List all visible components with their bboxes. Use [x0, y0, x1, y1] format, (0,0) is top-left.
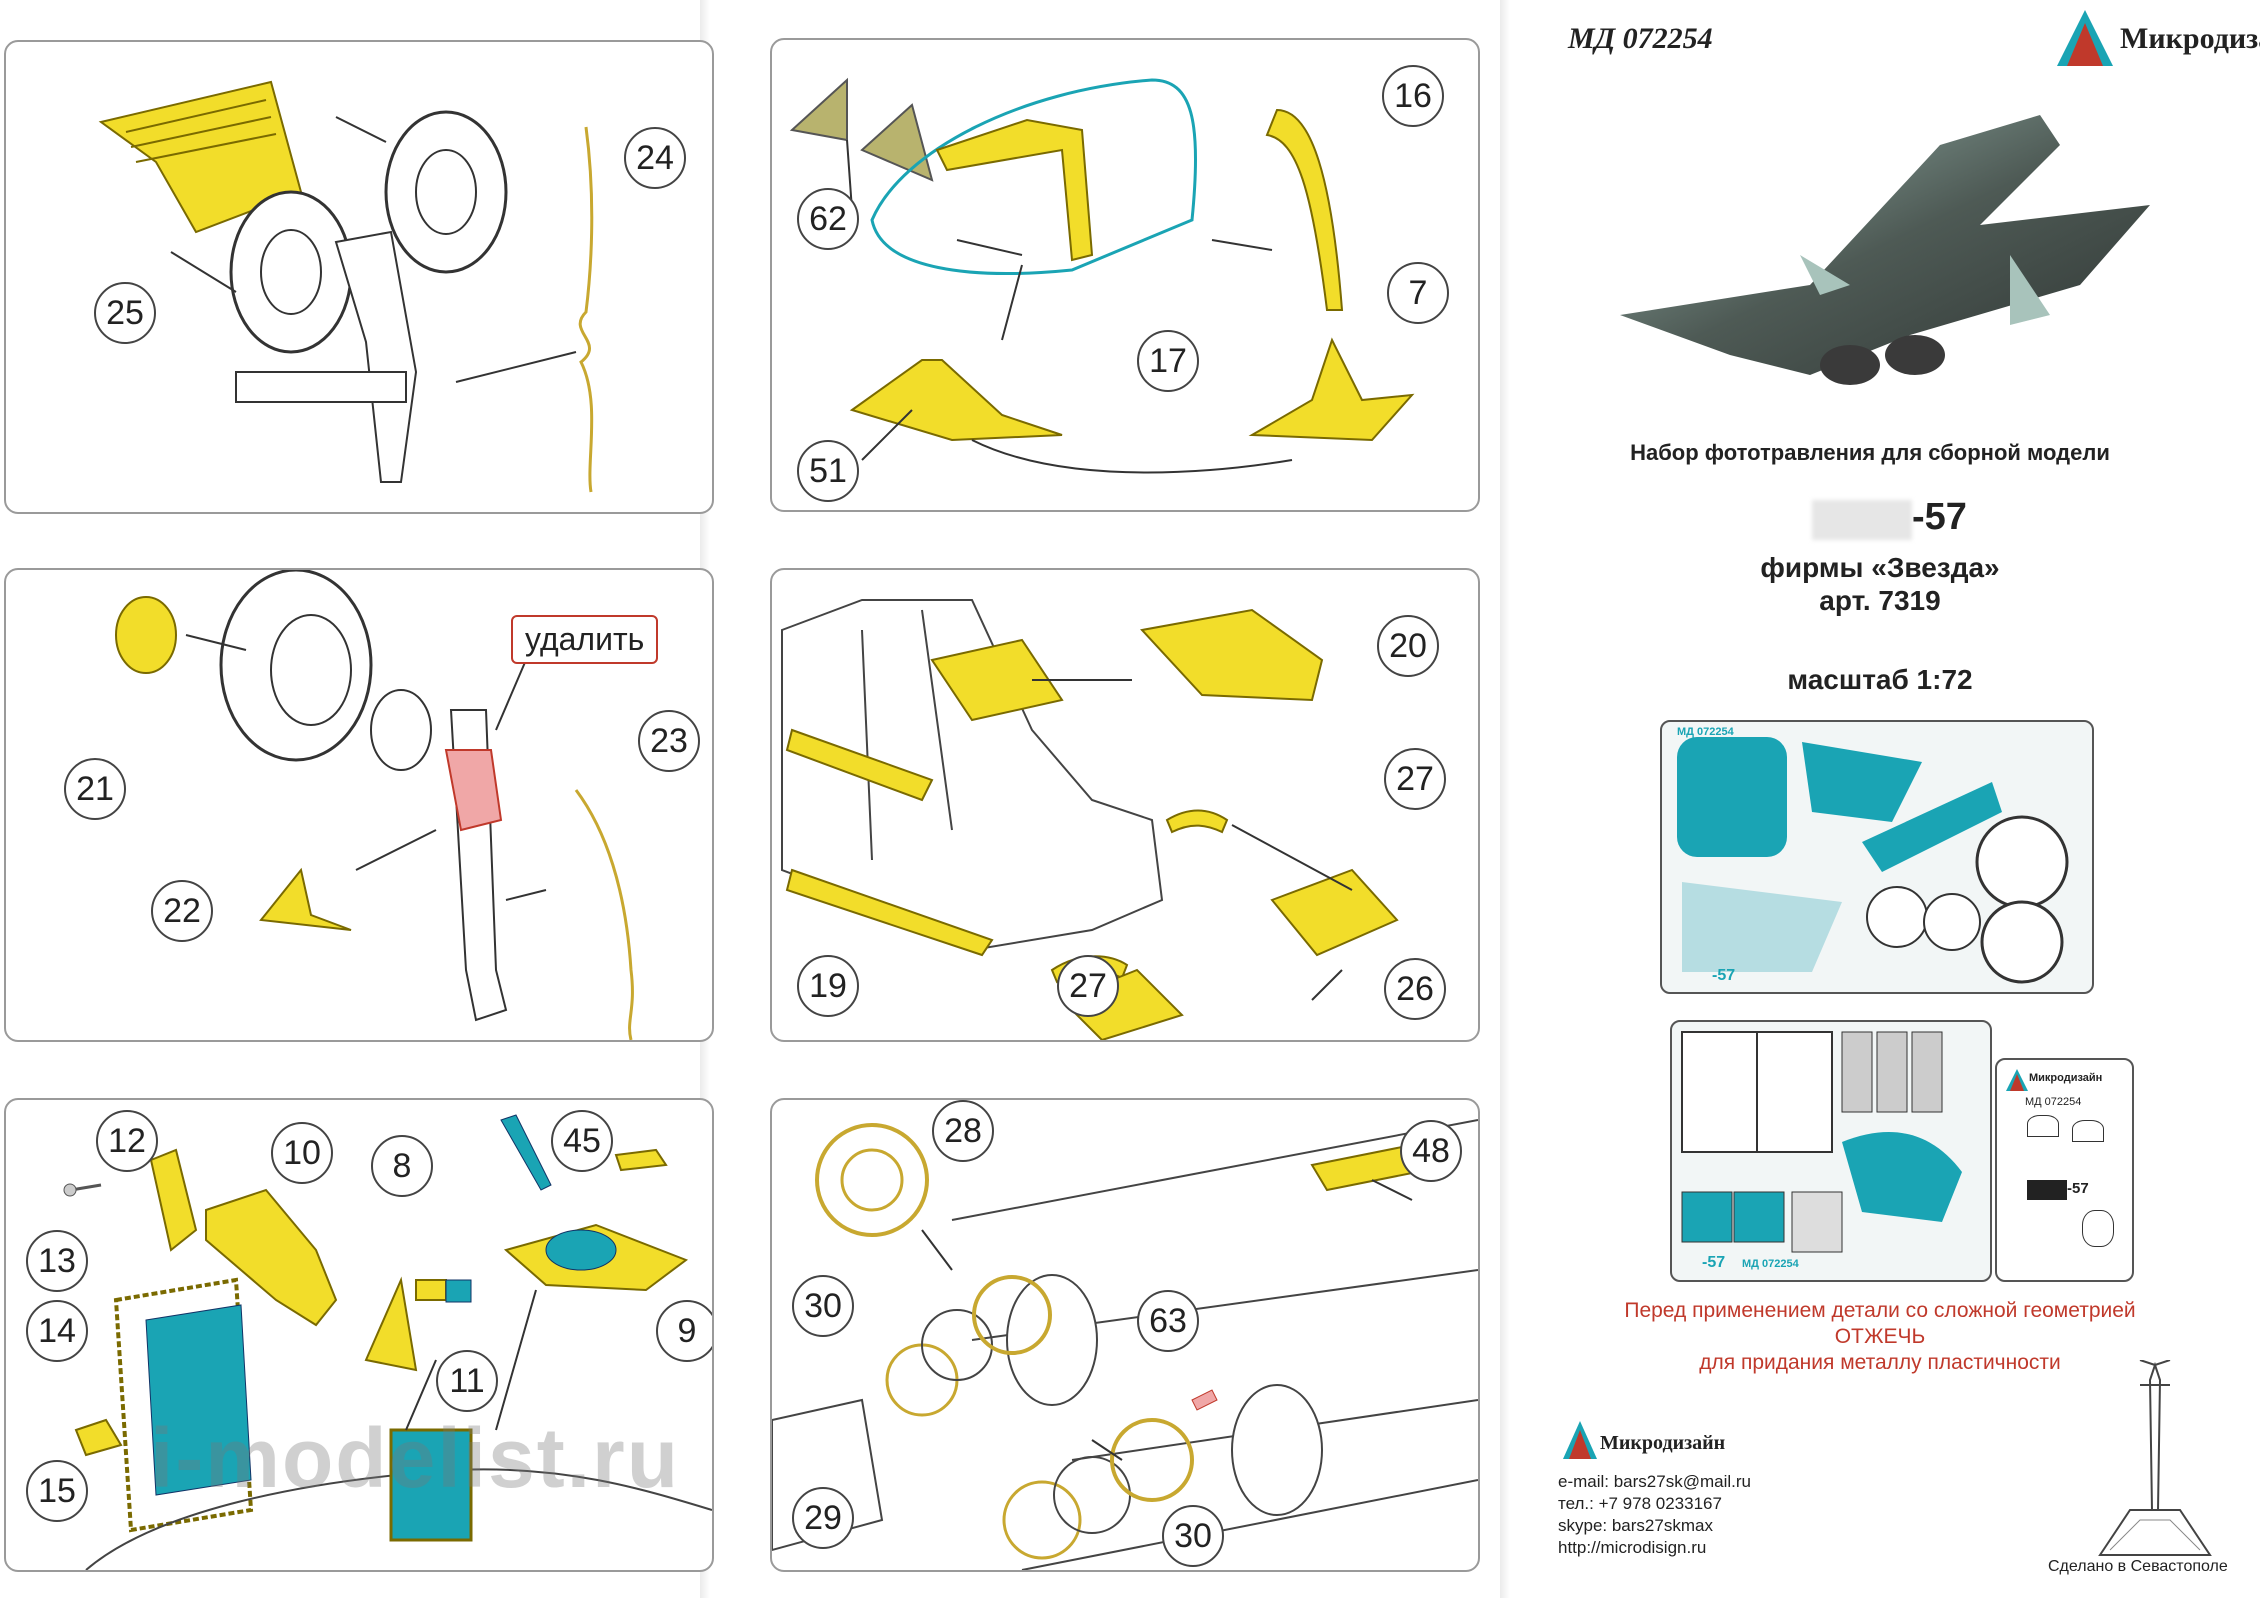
product-article: арт. 7319 [1819, 585, 1941, 616]
contacts-brand: Микродизайн [1600, 1432, 1726, 1454]
model-name-redaction [1812, 500, 1912, 540]
callout-27-upper: 27 [1384, 748, 1446, 810]
callout-45: 45 [551, 1110, 613, 1172]
callout-8: 8 [371, 1135, 433, 1197]
callout-19: 19 [797, 955, 859, 1017]
callout-7: 7 [1387, 262, 1449, 324]
fret-1-model: -57 [1712, 967, 1736, 984]
callout-20: 20 [1377, 615, 1439, 677]
warning-line-2: ОТЖЕЧЬ [1834, 1325, 1926, 1348]
fret-2-side-preview: Микродизайн МД 072254 -57 [1995, 1058, 2134, 1282]
monument-icon [2098, 1360, 2212, 1556]
contacts-email: e-mail: bars27sk@mail.ru [1558, 1472, 1751, 1491]
callout-11: 11 [436, 1350, 498, 1412]
fret-2-side-model: -57 [2067, 1180, 2089, 1197]
callout-12: 12 [96, 1110, 158, 1172]
cockpit-drawing [781, 599, 1399, 1040]
panel-nose-gear: 21 22 23 удалить [4, 568, 714, 1042]
callout-24: 24 [624, 127, 686, 189]
header-code: МД 072254 [1568, 22, 1713, 55]
fret-2-code: МД 072254 [1742, 1258, 1799, 1270]
fret-2-preview: -57 МД 072254 [1670, 1020, 1992, 1282]
callout-48: 48 [1400, 1120, 1462, 1182]
fret-1-code: МД 072254 [1677, 726, 1734, 738]
cover-column: МД 072254 Микродизайн Набор фототравлени… [1500, 0, 2260, 1598]
panel-main-gear: 25 24 [4, 40, 714, 514]
fret-2-parts [1681, 1031, 1962, 1253]
warning-line-1: Перед применением детали со сложной геом… [1624, 1299, 2136, 1322]
callout-30-lower: 30 [1162, 1505, 1224, 1567]
callout-10: 10 [271, 1122, 333, 1184]
remove-label: удалить [511, 615, 659, 664]
callout-51: 51 [797, 440, 859, 502]
warning-line-3: для придания металлу пластичности [1699, 1351, 2061, 1374]
callout-30-upper: 30 [792, 1275, 854, 1337]
contacts-skype: skype: bars27skmax [1558, 1516, 1713, 1535]
panel-canopy: 62 16 17 7 51 [770, 38, 1480, 512]
main-gear-drawing [98, 80, 594, 493]
fret-1-preview: МД 072254 -57 [1660, 720, 2094, 994]
callout-14: 14 [26, 1300, 88, 1362]
fret-2-logo-icon [2006, 1069, 2028, 1091]
callout-28: 28 [932, 1100, 994, 1162]
canopy-drawing [789, 77, 1415, 474]
panel-engines: 28 48 30 63 29 30 [770, 1098, 1480, 1572]
watermark: i-modelist.ru [150, 1411, 681, 1505]
panel-cockpit: 20 27 19 27 26 [770, 568, 1480, 1042]
engines-drawing [772, 1119, 1478, 1570]
callout-23: 23 [638, 710, 700, 772]
callout-62: 62 [797, 188, 859, 250]
contacts-logo-icon [1563, 1421, 1597, 1459]
callout-25: 25 [94, 282, 156, 344]
product-model: -57 [1912, 496, 1967, 538]
footer-made-in: Сделано в Севастополе [2048, 1558, 2228, 1575]
contacts-site: http://microdisign.ru [1558, 1538, 1707, 1557]
callout-26: 26 [1384, 958, 1446, 1020]
fret-2-side-brand: Микродизайн [2029, 1072, 2103, 1084]
callout-21: 21 [64, 758, 126, 820]
brand-logo-icon [2057, 10, 2113, 66]
callout-29: 29 [792, 1487, 854, 1549]
callout-16: 16 [1382, 65, 1444, 127]
callout-9: 9 [656, 1300, 712, 1362]
callout-22: 22 [151, 880, 213, 942]
callout-63: 63 [1137, 1290, 1199, 1352]
nose-gear-drawing [115, 570, 634, 1040]
product-maker: фирмы «Звезда» [1760, 552, 2000, 583]
product-subtitle: Набор фототравления для сборной модели [1630, 440, 2110, 465]
callout-15: 15 [26, 1460, 88, 1522]
aircraft-photo [1620, 115, 2150, 385]
fret-2-side-code: МД 072254 [2025, 1096, 2082, 1108]
header-brand: Микродизайн [2120, 22, 2260, 55]
fret-2-model: -57 [1702, 1254, 1726, 1271]
contacts-phone: тел.: +7 978 0233167 [1558, 1494, 1722, 1513]
callout-27-lower: 27 [1057, 955, 1119, 1017]
callout-13: 13 [26, 1230, 88, 1292]
instrument-drawing [63, 1114, 712, 1570]
fold-shadow-right [1500, 0, 1510, 1598]
callout-17: 17 [1137, 330, 1199, 392]
product-scale: масштаб 1:72 [1787, 664, 1973, 695]
panel-instrument: 12 10 8 45 13 14 11 9 15 [4, 1098, 714, 1572]
fret-1-parts [1677, 737, 2069, 984]
